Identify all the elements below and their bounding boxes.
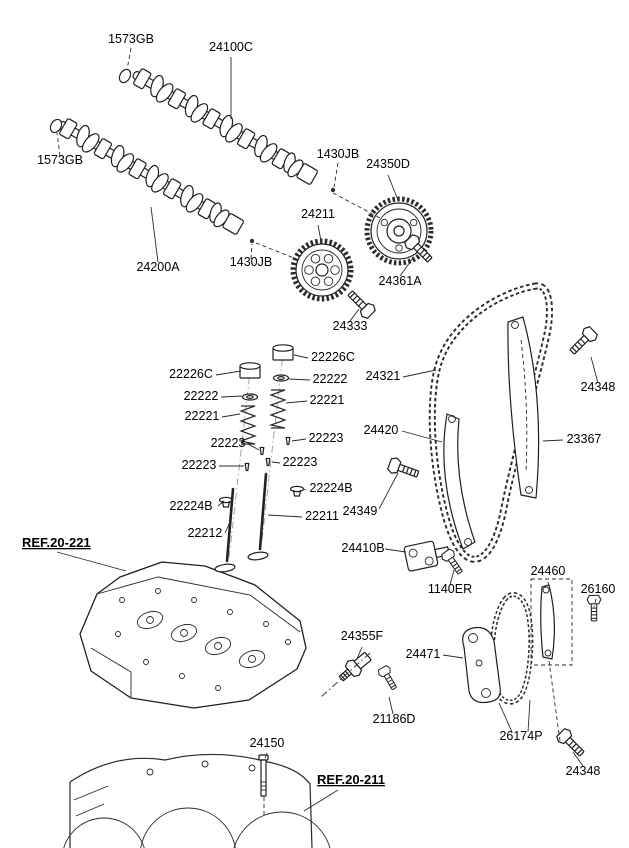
label-arm-bolt: 24349 [343,504,378,518]
label-oil-chain-tensioner: 24471 [406,647,441,661]
label-cam-sprocket: 24211 [301,207,335,221]
label-camshaft-lower: 24200A [136,260,180,274]
label-valve-spring-left: 22221 [185,409,220,423]
label-valve-lock-lu: 22223 [211,436,246,450]
oil-guide-bolt-part [586,594,602,622]
sprocket-bolt-part [343,286,378,321]
label-guide-bolt-1: 24348 [581,380,616,394]
label-tensioner-bolt: 1140ER [428,582,472,596]
label-sprocket-bolt: 24333 [333,319,368,333]
dowel-pin-lower [249,238,255,244]
spring-seat-left [241,393,259,401]
exhaust-valve [214,487,236,573]
fixed-chain-guide [507,316,540,499]
label-oil-pump-chain: 26174P [499,729,542,743]
label-fixed-chain-guide: 23367 [567,432,602,446]
label-exhaust-valve: 22212 [188,526,223,540]
valve-lock-lu [259,446,265,456]
tappet-left [239,362,261,379]
spring-seat-right [272,374,290,382]
label-dowel-pin-1: 1430JB [317,147,359,161]
label-valve-spring-right: 22221 [310,393,345,407]
label-tensioner-arm: 24420 [364,423,399,437]
label-intake-valve: 22211 [305,509,339,523]
leader-lines [56,47,599,817]
timing-chain [428,282,553,563]
label-valve-lock-ru: 22223 [309,431,344,445]
guide-bolt-upper [565,324,600,359]
guide-bolt-lower [554,726,589,761]
label-oil-chain-guide: 24460 [531,564,566,578]
sensor-bolt-part [376,664,401,693]
spring-retainer-right [289,485,305,497]
engine-block [63,753,331,848]
oil-chain-tensioner [462,626,501,704]
label-spring-seat-left: 22222 [184,389,219,403]
valve-lock-rl [265,457,271,467]
ref-engine-block: REF.20-211 [317,772,385,787]
arm-bolt-part [386,455,422,483]
label-dowel-pin-2: 1430JB [230,255,272,269]
label-plug-cap-2: 1573GB [37,153,83,167]
label-valve-lock-rl: 22223 [283,455,318,469]
label-cam-sensor: 24355F [341,629,384,643]
valve-spring-right [270,389,286,429]
camshaft-plug-upper [118,68,132,84]
label-tappet-right: 22226C [311,350,355,364]
dowel-pin-upper [330,187,336,193]
label-head-stud: 24150 [250,736,285,750]
label-tappet-left: 22226C [169,367,213,381]
label-valve-lock-ll: 22223 [182,458,217,472]
label-spring-retainer-right: 22224B [309,481,352,495]
cylinder-head [79,561,307,709]
label-cvvt-sprocket: 24350D [366,157,410,171]
valve-axis-left [228,362,252,559]
label-cvvt-bolt: 24361A [378,274,422,288]
tensioner-arm-guide [443,413,476,550]
oil-chain-guide [530,578,573,666]
label-plug-cap-1: 1573GB [108,32,154,46]
label-spring-seat-right: 22222 [313,372,348,386]
labels: 1573GB 24100C 1430JB 24350D 1573GB 24211… [22,32,615,787]
ref-cylinder-head: REF.20-221 [22,535,91,550]
valve-lock-ru [285,436,291,446]
intake-valve [247,472,269,561]
lower-camshaft [53,112,248,240]
tappet-right [272,344,294,361]
label-spring-retainer-left: 22224B [169,499,212,513]
label-sensor-bolt: 21186D [373,712,416,726]
valve-lock-ll [244,462,250,472]
label-guide-bolt-2: 24348 [566,764,601,778]
label-chain-tensioner: 24410B [341,541,384,555]
label-timing-chain: 24321 [366,369,401,383]
label-camshaft-upper: 24100C [209,40,253,54]
cam-sprocket [290,238,354,302]
label-oil-guide-bolt: 26160 [581,582,616,596]
valve-axis-right [261,344,285,541]
camshaft-plug-lower [49,118,63,134]
